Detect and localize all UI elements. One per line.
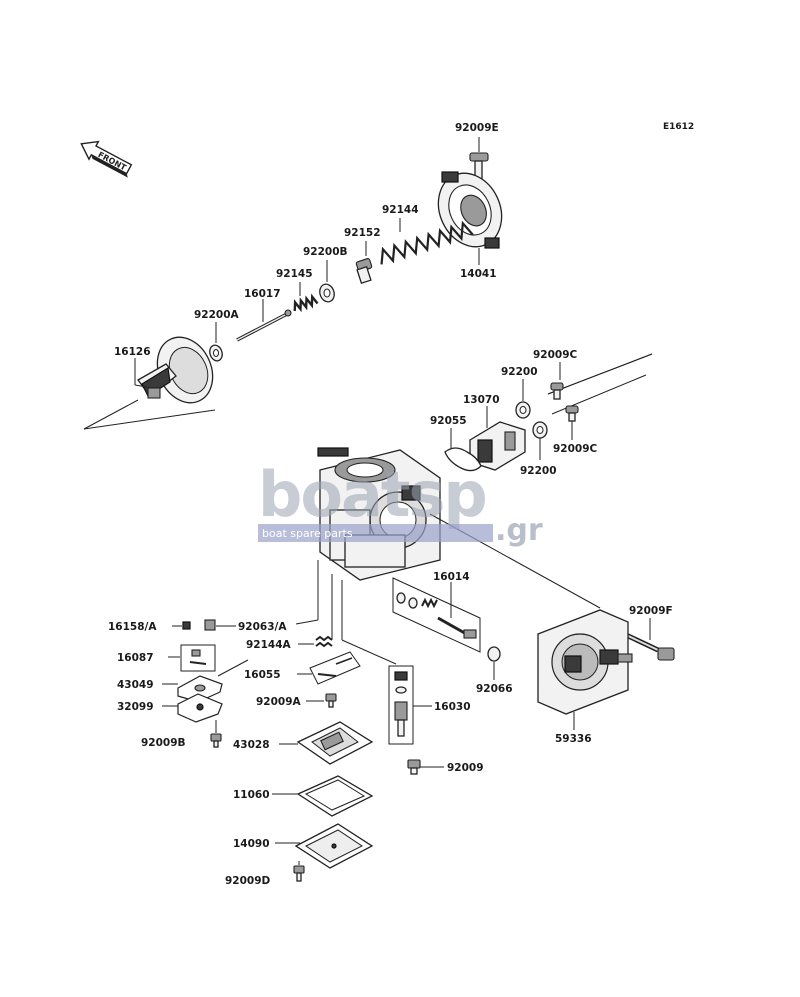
part-92009d-screw [293,865,305,882]
label-92200-b: 92200 [520,465,557,477]
part-92144-spring [380,220,474,265]
label-59336: 59336 [555,733,592,745]
part-92009a-screw [325,693,337,708]
label-92063a: 92063/A [238,621,287,633]
part-43028-diaphragm [296,721,374,765]
label-92200-a: 92200 [501,366,538,378]
label-92055: 92055 [430,415,467,427]
label-11060: 11060 [233,789,270,801]
part-14090-cover [294,823,374,869]
label-14041: 14041 [460,268,497,280]
watermark-sub: boat spare parts [262,527,353,540]
part-16030-kit [388,665,414,745]
label-43049: 43049 [117,679,154,691]
part-92066-plug [487,646,501,662]
label-92200a: 92200A [194,309,240,321]
part-11060-gasket [296,775,374,817]
front-arrow-icon: FRONT [80,140,133,178]
part-92200a-washer [209,344,223,362]
label-92009d: 92009D [225,875,271,887]
part-92152-jet [355,258,373,285]
part-92200b-washer [319,283,335,303]
part-92009c-screw-a [550,382,564,400]
label-92009f: 92009F [629,605,673,617]
diagram-code: E1612 [663,122,694,132]
label-13070: 13070 [463,394,500,406]
label-92009e: 92009E [455,122,499,134]
label-92009c-b: 92009C [553,443,598,455]
part-32099-plate [177,693,223,723]
part-16017-needle [236,309,292,342]
label-92066: 92066 [476,683,513,695]
part-16158a-plug [182,621,191,630]
part-92145-spring [293,293,319,313]
label-92009: 92009 [447,762,484,774]
label-16014: 16014 [433,571,470,583]
label-16055: 16055 [244,669,281,681]
part-92009f-bolt [622,631,675,661]
part-92144a-spring [315,635,333,648]
label-43028: 43028 [233,739,270,751]
label-16030: 16030 [434,701,471,713]
part-14041-housing [437,171,503,249]
part-92009-screw [407,759,421,775]
label-92009c-a: 92009C [533,349,578,361]
watermark-logo: boatsp .gr boat spare parts [258,458,543,548]
part-16055-kit [309,651,361,685]
part-92009c-screw-b [565,405,579,422]
part-59336-pump [537,609,633,715]
part-92063a-screw [204,619,216,631]
part-16014-group [392,577,481,653]
part-43049-diaphragm [177,675,223,703]
label-92152: 92152 [344,227,381,239]
label-92144a: 92144A [246,639,292,651]
label-92200b: 92200B [303,246,348,258]
label-92009b: 92009B [141,737,186,749]
part-92200-washer-a [515,401,531,419]
label-16017: 16017 [244,288,281,300]
label-16087: 16087 [117,652,154,664]
label-14090: 14090 [233,838,270,850]
part-16087-kit [180,644,216,672]
part-92009b-screw [210,733,222,748]
part-92200-washer-b [532,421,548,439]
watermark-suffix: .gr [495,513,543,548]
label-16126: 16126 [114,346,151,358]
label-92009a: 92009A [256,696,302,708]
label-92144: 92144 [382,204,419,216]
part-92009e-screw [469,137,489,180]
part-92055-gasket [444,447,482,472]
label-32099: 32099 [117,701,154,713]
watermark-main: boatsp [258,458,486,531]
part-16126-cover [137,336,214,404]
label-16158a: 16158/A [108,621,157,633]
label-92145: 92145 [276,268,313,280]
